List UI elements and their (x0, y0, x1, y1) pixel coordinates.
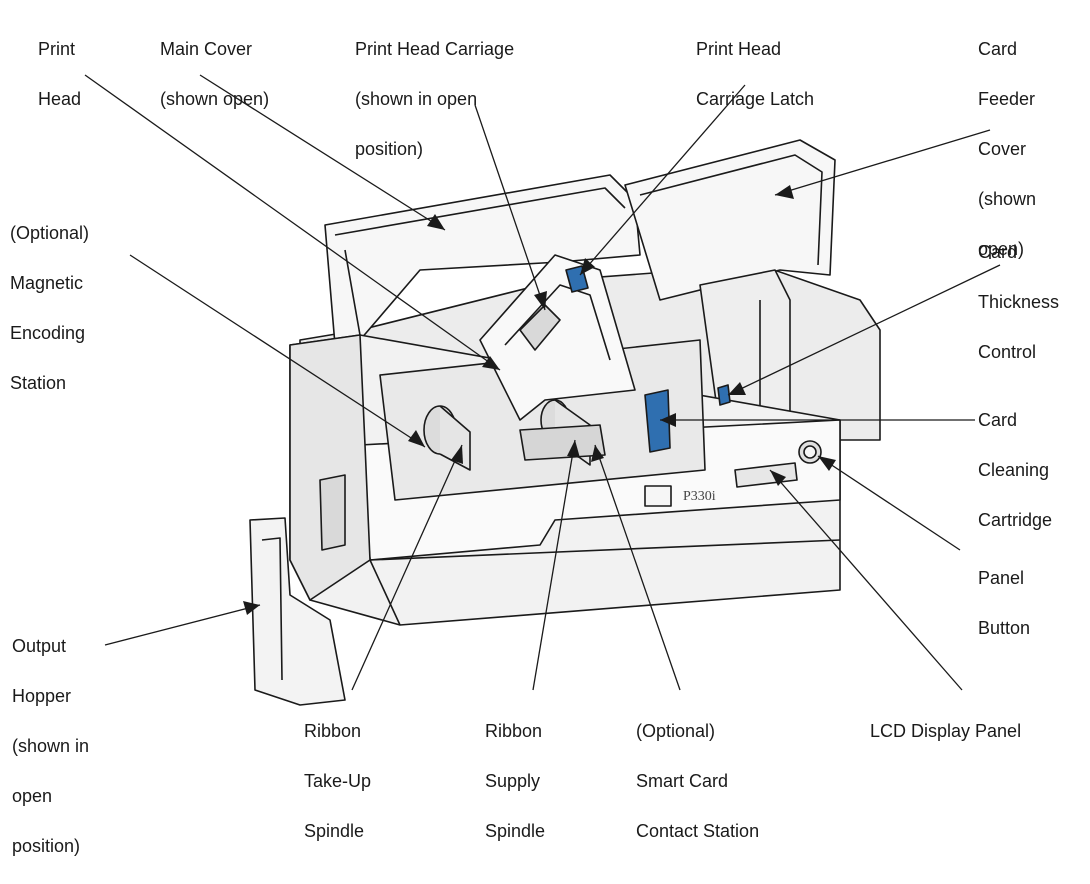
leader-smart-card (594, 444, 681, 691)
arrowhead-carriage-latch (580, 258, 595, 275)
arrowhead-card-cleaning (660, 413, 676, 427)
leader-output-hopper (104, 604, 261, 646)
arrowhead-output-hopper (243, 601, 260, 615)
card-cleaning-cartridge (644, 389, 671, 453)
print-head-carriage-body (479, 254, 636, 421)
arrowhead-ribbon-supply (567, 440, 580, 458)
leader-magnetic-encoding (129, 254, 426, 448)
label-panel-button: Panel Button (978, 568, 1031, 638)
model-badge-square (644, 485, 672, 507)
diagram-stage: P330i (10, 39, 1060, 856)
smart-card-contact-station (519, 424, 606, 461)
leader-card-thickness (727, 264, 1001, 396)
card-thickness-control (717, 384, 731, 406)
leader-panel-button (817, 455, 961, 551)
output-hopper (249, 517, 346, 706)
label-card-cleaning-cartridge: Card Cleaning Cartridge (978, 410, 1053, 530)
label-ribbon-take-up-spindle: Ribbon Take-Up Spindle (304, 721, 372, 841)
label-card-thickness-control: Card Thickness Control (978, 242, 1060, 362)
label-lcd-display-panel: LCD Display Panel (870, 721, 1022, 741)
arrowhead-print-head-carriage (534, 291, 547, 310)
label-ribbon-supply-spindle: Ribbon Supply Spindle (485, 721, 546, 841)
model-badge: P330i (683, 489, 716, 504)
left-side-panel (289, 334, 371, 601)
label-magnetic-encoding-station: (Optional) Magnetic Encoding Station (10, 223, 90, 393)
label-print-head-carriage-latch: Print Head Carriage Latch (696, 39, 815, 109)
card-feeder-cover (624, 139, 836, 301)
label-output-hopper: Output Hopper (shown in open position) (12, 636, 90, 856)
arrowhead-smart-card (591, 445, 604, 462)
label-smart-card-contact-station: (Optional) Smart Card Contact Station (636, 721, 760, 841)
label-card-feeder-cover: Card Feeder Cover (shown open) (978, 39, 1037, 259)
leader-ribbon-take-up (351, 444, 463, 691)
printer-illustration: P330i (84, 74, 1001, 706)
arrowhead-panel-button (818, 456, 836, 471)
leader-card-feeder-cover (774, 129, 991, 196)
arrowhead-ribbon-take-up (451, 445, 463, 464)
label-main-cover: Main Cover (shown open) (160, 39, 270, 109)
arrowhead-card-thickness (728, 382, 746, 395)
leader-lcd-display (769, 469, 963, 691)
leader-main-cover (199, 74, 446, 231)
leader-print-head (84, 74, 501, 371)
arrowhead-main-cover (427, 214, 445, 230)
arrowhead-magnetic-encoding (408, 430, 425, 447)
leader-carriage-latch (579, 84, 746, 276)
leader-print-head-carriage (474, 104, 546, 311)
arrowhead-print-head (482, 356, 500, 370)
arrowhead-card-feeder-cover (775, 185, 794, 199)
leader-ribbon-supply (532, 439, 576, 691)
label-print-head: Print Head (38, 39, 82, 109)
label-print-head-carriage: Print Head Carriage (shown in open posit… (355, 39, 515, 159)
arrowhead-lcd-display (770, 470, 786, 486)
